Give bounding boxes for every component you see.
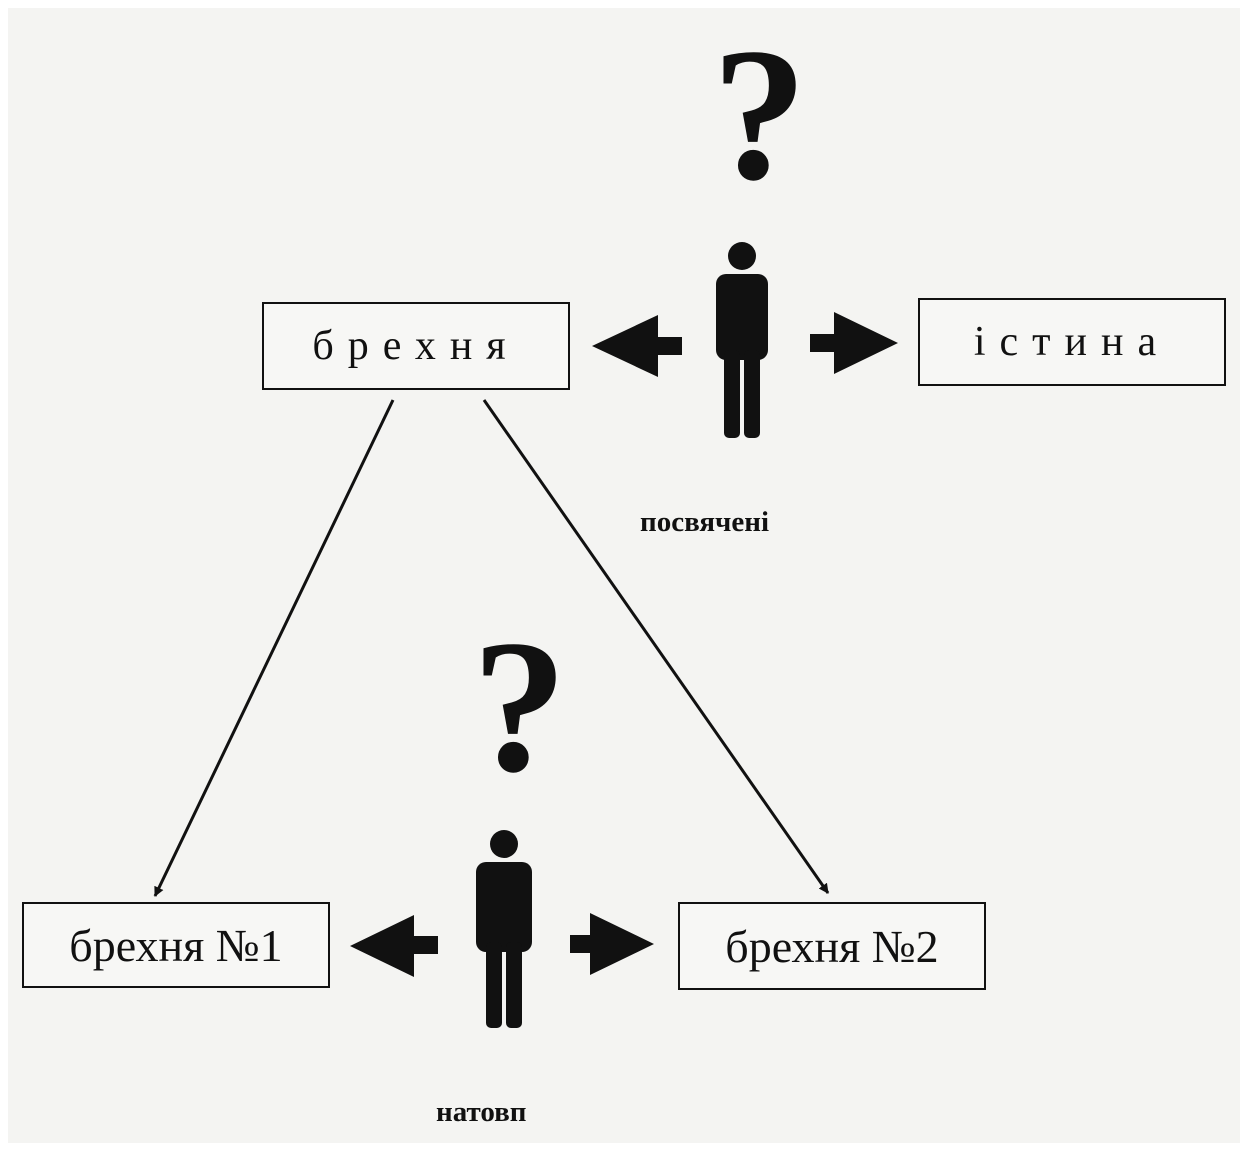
- question-mark-icon: ?: [712, 10, 807, 220]
- connector-lie-to-lie2: [482, 399, 830, 894]
- caption-crowd: натовп: [436, 1096, 527, 1128]
- caption-initiated: посвячені: [640, 506, 770, 538]
- node-truth-label: істина: [973, 319, 1171, 365]
- person-icon: [716, 242, 768, 438]
- node-lie-2: брехня №2: [678, 902, 986, 990]
- question-mark-icon: ?: [472, 602, 567, 812]
- node-truth: істина: [918, 298, 1226, 386]
- person-icon: [476, 830, 532, 1028]
- node-lie: брехня: [262, 302, 570, 390]
- node-lie-1-label: брехня №1: [69, 919, 283, 971]
- arrow-right-icon: [810, 312, 898, 374]
- connector-lie-to-lie1: [153, 399, 395, 897]
- arrow-left-icon: [350, 915, 438, 977]
- arrow-left-icon: [592, 315, 682, 377]
- node-lie-2-label: брехня №2: [725, 920, 939, 972]
- node-lie-1: брехня №1: [22, 902, 330, 988]
- node-lie-label: брехня: [312, 323, 520, 369]
- arrow-right-icon: [570, 913, 654, 975]
